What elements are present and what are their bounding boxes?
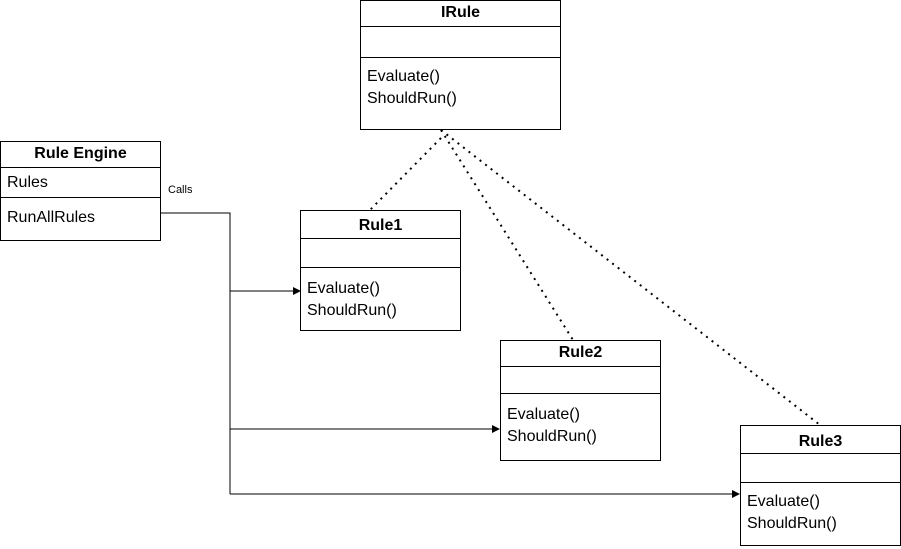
class-title: IRule: [361, 1, 560, 27]
class-rule3[interactable]: Rule3 Evaluate() ShouldRun(): [740, 425, 901, 546]
class-title: Rule Engine: [1, 142, 160, 168]
operation-shouldrun: ShouldRun(): [747, 515, 837, 532]
calls-label: Calls: [168, 184, 193, 196]
class-irule[interactable]: IRule Evaluate() ShouldRun(): [360, 0, 561, 130]
class-title: Rule1: [301, 211, 460, 239]
class-attributes: [361, 27, 560, 58]
operation-runallrules: RunAllRules: [7, 209, 96, 226]
class-operations: Evaluate() ShouldRun(): [741, 483, 900, 535]
class-attributes: Rules: [1, 168, 160, 198]
class-attributes: [501, 367, 660, 394]
class-title: Rule3: [741, 426, 900, 454]
operation-evaluate: Evaluate(): [747, 493, 820, 510]
class-operations: Evaluate() ShouldRun(): [361, 58, 560, 110]
class-operations: Evaluate() ShouldRun(): [301, 268, 460, 322]
operation-evaluate: Evaluate(): [367, 68, 440, 85]
realization-rule1: [369, 137, 442, 211]
realization-rule3: [440, 129, 821, 426]
class-attributes: [741, 454, 900, 483]
operation-evaluate: Evaluate(): [507, 406, 580, 423]
class-attributes: [301, 239, 460, 268]
class-rule2[interactable]: Rule2 Evaluate() ShouldRun(): [500, 340, 661, 461]
operation-shouldrun: ShouldRun(): [507, 428, 597, 445]
operation-shouldrun: ShouldRun(): [367, 90, 457, 107]
class-title: Rule2: [501, 341, 660, 367]
operation-shouldrun: ShouldRun(): [307, 302, 397, 319]
class-operations: Evaluate() ShouldRun(): [501, 394, 660, 448]
calls-trunk: [160, 212, 231, 494]
class-rule-engine[interactable]: Rule Engine Rules RunAllRules: [0, 141, 161, 241]
class-operations: RunAllRules: [1, 198, 160, 229]
operation-evaluate: Evaluate(): [307, 280, 380, 297]
attribute-rules: Rules: [7, 174, 48, 191]
class-rule1[interactable]: Rule1 Evaluate() ShouldRun(): [300, 210, 461, 331]
